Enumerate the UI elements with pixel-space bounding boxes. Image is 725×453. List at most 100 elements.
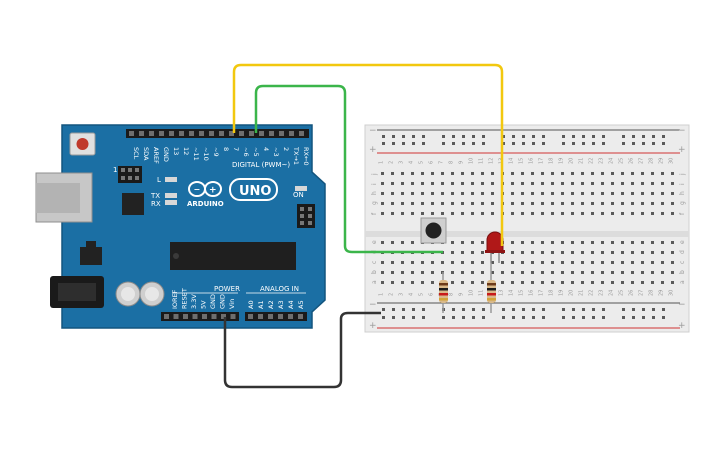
- terminal-hole[interactable]: [391, 281, 394, 284]
- terminal-hole[interactable]: [551, 271, 554, 274]
- terminal-hole[interactable]: [411, 202, 414, 205]
- terminal-hole[interactable]: [561, 192, 564, 195]
- rail-hole[interactable]: [482, 316, 485, 319]
- terminal-hole[interactable]: [501, 281, 504, 284]
- terminal-hole[interactable]: [561, 212, 564, 215]
- rail-hole[interactable]: [562, 142, 565, 145]
- terminal-hole[interactable]: [631, 251, 634, 254]
- rail-hole[interactable]: [632, 308, 635, 311]
- terminal-hole[interactable]: [451, 192, 454, 195]
- digital-pin[interactable]: [139, 131, 144, 136]
- digital-pin[interactable]: [269, 131, 274, 136]
- terminal-hole[interactable]: [461, 172, 464, 175]
- terminal-hole[interactable]: [491, 261, 494, 264]
- terminal-hole[interactable]: [661, 251, 664, 254]
- terminal-hole[interactable]: [471, 251, 474, 254]
- terminal-hole[interactable]: [621, 182, 624, 185]
- yellow-wire[interactable]: [232, 63, 504, 246]
- terminal-hole[interactable]: [381, 182, 384, 185]
- resistor-1[interactable]: [439, 272, 448, 313]
- terminal-hole[interactable]: [491, 212, 494, 215]
- terminal-hole[interactable]: [391, 172, 394, 175]
- rail-hole[interactable]: [622, 135, 625, 138]
- terminal-hole[interactable]: [631, 192, 634, 195]
- rail-hole[interactable]: [572, 308, 575, 311]
- terminal-hole[interactable]: [661, 182, 664, 185]
- terminal-hole[interactable]: [641, 241, 644, 244]
- terminal-hole[interactable]: [431, 192, 434, 195]
- terminal-hole[interactable]: [421, 212, 424, 215]
- terminal-hole[interactable]: [431, 281, 434, 284]
- rail-hole[interactable]: [662, 308, 665, 311]
- power-pin[interactable]: [164, 314, 169, 319]
- terminal-hole[interactable]: [461, 241, 464, 244]
- terminal-hole[interactable]: [511, 241, 514, 244]
- terminal-hole[interactable]: [491, 182, 494, 185]
- terminal-hole[interactable]: [401, 281, 404, 284]
- terminal-hole[interactable]: [541, 202, 544, 205]
- terminal-hole[interactable]: [471, 271, 474, 274]
- rail-hole[interactable]: [412, 308, 415, 311]
- terminal-hole[interactable]: [411, 261, 414, 264]
- terminal-hole[interactable]: [381, 212, 384, 215]
- terminal-hole[interactable]: [541, 241, 544, 244]
- analog-header[interactable]: [245, 312, 307, 321]
- terminal-hole[interactable]: [651, 261, 654, 264]
- terminal-hole[interactable]: [611, 281, 614, 284]
- terminal-hole[interactable]: [541, 192, 544, 195]
- terminal-hole[interactable]: [641, 271, 644, 274]
- terminal-hole[interactable]: [481, 182, 484, 185]
- power-pin[interactable]: [173, 314, 179, 319]
- terminal-hole[interactable]: [541, 172, 544, 175]
- terminal-hole[interactable]: [431, 202, 434, 205]
- rail-hole[interactable]: [562, 135, 565, 138]
- rail-hole[interactable]: [532, 135, 535, 138]
- digital-pin[interactable]: [289, 131, 294, 136]
- terminal-hole[interactable]: [631, 172, 634, 175]
- terminal-hole[interactable]: [521, 192, 524, 195]
- terminal-hole[interactable]: [651, 281, 654, 284]
- terminal-hole[interactable]: [571, 212, 574, 215]
- rail-hole[interactable]: [662, 135, 665, 138]
- terminal-hole[interactable]: [611, 192, 614, 195]
- terminal-hole[interactable]: [661, 271, 664, 274]
- terminal-hole[interactable]: [431, 182, 434, 185]
- terminal-hole[interactable]: [471, 172, 474, 175]
- terminal-hole[interactable]: [451, 182, 454, 185]
- rail-hole[interactable]: [642, 308, 645, 311]
- terminal-hole[interactable]: [631, 182, 634, 185]
- terminal-hole[interactable]: [641, 251, 644, 254]
- rail-hole[interactable]: [562, 308, 565, 311]
- rail-hole[interactable]: [402, 135, 405, 138]
- green-wire[interactable]: [254, 84, 430, 254]
- terminal-hole[interactable]: [421, 172, 424, 175]
- terminal-hole[interactable]: [631, 212, 634, 215]
- terminal-hole[interactable]: [611, 271, 614, 274]
- digital-pin[interactable]: [179, 131, 184, 136]
- terminal-hole[interactable]: [461, 261, 464, 264]
- terminal-hole[interactable]: [571, 281, 574, 284]
- terminal-hole[interactable]: [441, 182, 444, 185]
- digital-header[interactable]: [126, 129, 309, 138]
- terminal-hole[interactable]: [601, 182, 604, 185]
- terminal-hole[interactable]: [551, 251, 554, 254]
- terminal-hole[interactable]: [551, 172, 554, 175]
- terminal-hole[interactable]: [381, 192, 384, 195]
- terminal-hole[interactable]: [621, 251, 624, 254]
- terminal-hole[interactable]: [581, 281, 584, 284]
- rail-hole[interactable]: [462, 308, 465, 311]
- power-pin[interactable]: [221, 314, 226, 319]
- rail-hole[interactable]: [522, 135, 525, 138]
- terminal-hole[interactable]: [631, 202, 634, 205]
- terminal-hole[interactable]: [521, 182, 524, 185]
- rail-hole[interactable]: [602, 308, 605, 311]
- terminal-hole[interactable]: [651, 202, 654, 205]
- digital-pin[interactable]: [199, 131, 204, 136]
- terminal-hole[interactable]: [551, 212, 554, 215]
- digital-pin[interactable]: [189, 131, 194, 136]
- terminal-hole[interactable]: [381, 241, 384, 244]
- rail-hole[interactable]: [422, 135, 425, 138]
- terminal-hole[interactable]: [471, 281, 474, 284]
- terminal-hole[interactable]: [611, 182, 614, 185]
- terminal-hole[interactable]: [601, 192, 604, 195]
